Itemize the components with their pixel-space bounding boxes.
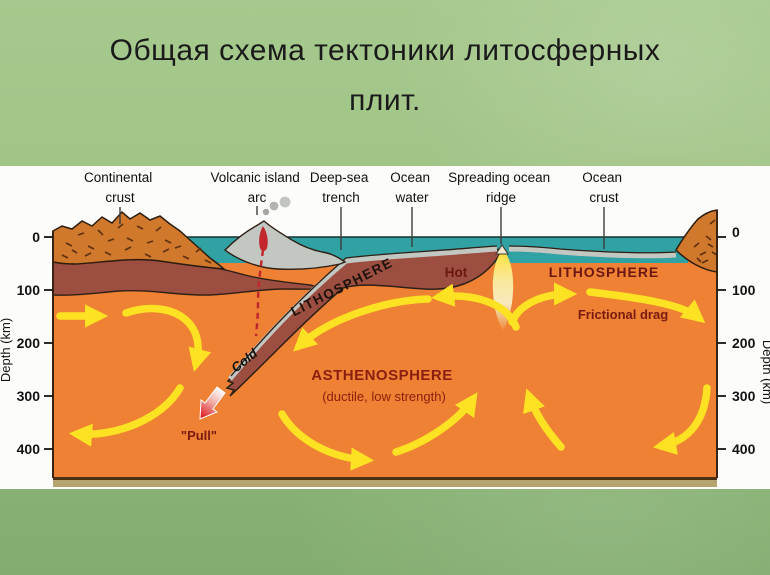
depth-tick-0: 0 xyxy=(32,229,40,245)
depth-axis-left: 0 100 200 300 400 Depth (km) xyxy=(0,229,53,457)
label-ocean-crust: Ocean crust xyxy=(582,170,626,205)
depth-axis-title-right: Depth (km) xyxy=(760,340,770,404)
depth-axis-right: 0 100 200 300 400 Depth (km) xyxy=(717,224,770,457)
oceanic-crust-layer xyxy=(228,246,677,381)
depth-tick-300: 300 xyxy=(17,388,41,404)
crust-stipple-left xyxy=(61,223,212,264)
label-asthenosphere-note: (ductile, low strength) xyxy=(322,389,446,404)
label-ocean-water: Ocean water xyxy=(390,170,434,205)
label-deep-sea-trench: Deep-sea trench xyxy=(310,170,372,205)
label-spreading-ocean-ridge: Spreading ocean ridge xyxy=(448,170,554,205)
depth-tick-200: 200 xyxy=(17,335,41,351)
depth-tick-100: 100 xyxy=(732,282,756,298)
label-pull: "Pull" xyxy=(181,428,217,443)
convection-arrow xyxy=(278,410,375,471)
depth-tick-200: 200 xyxy=(732,335,756,351)
convection-arrow xyxy=(652,384,711,455)
smoke-plume xyxy=(262,196,291,216)
ridge-crest xyxy=(494,244,510,255)
continental-crust-left xyxy=(52,210,227,270)
volcanic-island xyxy=(223,220,347,270)
convection-arrow xyxy=(523,388,565,451)
convection-arrow xyxy=(68,384,184,447)
continental-crust-right xyxy=(675,209,718,273)
cross-section xyxy=(52,196,718,487)
slide-title-line2: плит. xyxy=(349,84,421,117)
convection-arrow xyxy=(392,392,478,456)
label-volcanic-island-arc: Volcanic island arc xyxy=(210,170,303,205)
label-asthenosphere: ASTHENOSPHERE xyxy=(311,367,453,384)
depth-tick-0: 0 xyxy=(732,224,740,240)
depth-tick-100: 100 xyxy=(17,282,41,298)
magma-chamber xyxy=(259,226,268,251)
label-pointer-lines xyxy=(119,206,605,250)
convection-arrow xyxy=(122,304,212,372)
depth-axis-title-left: Depth (km) xyxy=(0,318,13,382)
slide-title-line1: Общая схема тектоники литосферных xyxy=(109,34,661,67)
convection-arrows xyxy=(56,282,711,471)
surface-labels: Continental crust Volcanic island arc De… xyxy=(84,170,626,250)
pull-arrow xyxy=(199,386,226,420)
label-lithosphere-plate: LITHOSPHERE xyxy=(549,264,660,280)
depth-tick-300: 300 xyxy=(732,388,756,404)
seafloor-outline xyxy=(230,245,677,377)
diagram-bottom-border xyxy=(53,477,717,480)
slide-title: Общая схема тектоники литосферных плит. xyxy=(0,0,770,126)
convection-arrow xyxy=(292,295,432,352)
depth-tick-400: 400 xyxy=(732,441,756,457)
depth-tick-400: 400 xyxy=(17,441,41,457)
label-continental-crust: Continental crust xyxy=(84,170,156,205)
diagram-frame xyxy=(52,210,718,478)
label-frictional-drag: Frictional drag xyxy=(578,307,668,322)
label-hot: Hot xyxy=(445,265,468,280)
diagram-bottom-strip xyxy=(53,480,717,487)
crust-stipple-right xyxy=(693,219,718,264)
magma-conduit xyxy=(254,249,265,337)
convection-arrow xyxy=(586,288,706,324)
convection-arrow xyxy=(508,282,578,326)
